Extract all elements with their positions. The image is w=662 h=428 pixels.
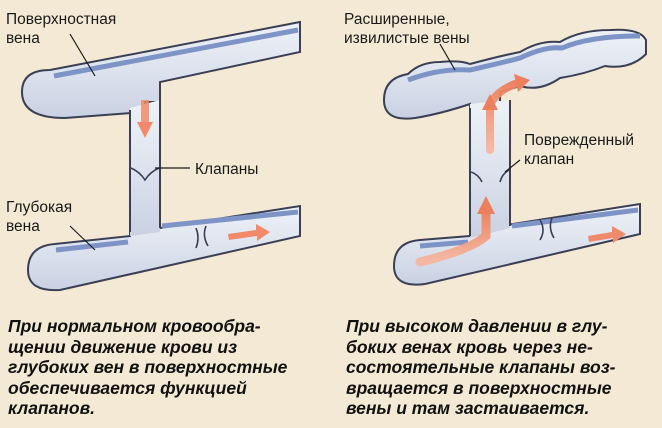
right-caption-line: боких венах кровь через не- xyxy=(346,336,593,357)
label-deep-vein-l1: Глубокая xyxy=(6,199,72,216)
left-deep-wall xyxy=(55,209,299,253)
left-connecting-vein xyxy=(130,100,160,236)
left-caption-line: глубоких вен в поверхностные xyxy=(8,357,288,377)
right-damaged-valve xyxy=(470,169,510,183)
left-right-arrow xyxy=(228,224,270,241)
label-superficial-vein-l2: вена xyxy=(6,30,40,47)
right-caption-line: состоятельные клапаны воз- xyxy=(346,357,616,377)
label-dilated-veins-l2: извилистые вены xyxy=(344,30,470,47)
right-up-arrow xyxy=(482,74,530,154)
left-caption-line: При нормальном кровообра- xyxy=(8,316,261,336)
left-panel: Поверхностная вена Клапаны Глубокая вена xyxy=(6,11,301,292)
right-panel: Расширенные, извилистые вены Поврежденны… xyxy=(344,11,647,286)
left-valve xyxy=(130,167,160,182)
left-caption-line: клапанов. xyxy=(8,398,96,418)
label-damaged-valve-l2: клапан xyxy=(524,151,574,168)
right-deep-wall xyxy=(419,207,639,249)
right-caption-line: вены и там застаивается. xyxy=(346,398,590,418)
left-caption-line: щении движение крови из xyxy=(8,336,238,357)
label-superficial-vein-l1: Поверхностная xyxy=(6,11,116,28)
left-superficial-wall xyxy=(53,27,299,79)
right-deep-vein xyxy=(392,202,641,286)
right-deep-valve xyxy=(539,217,555,241)
label-valves: Клапаны xyxy=(195,161,258,178)
right-reflux-arrow xyxy=(415,196,495,267)
right-connecting-vein xyxy=(470,100,510,238)
left-caption: При нормальном кровообра- щении движение… xyxy=(8,316,328,419)
right-superficial-wall xyxy=(407,33,641,83)
right-right-arrow xyxy=(588,226,626,243)
left-deep-valve xyxy=(195,225,209,249)
left-down-arrow xyxy=(137,100,153,138)
right-caption: При высоком давлении в глу- боких венах … xyxy=(346,316,658,419)
label-deep-vein-l2: вена xyxy=(6,218,40,235)
label-damaged-valve-l1: Поврежденный xyxy=(524,132,634,149)
label-dilated-veins-l1: Расширенные, xyxy=(344,11,450,28)
right-caption-line: При высоком давлении в глу- xyxy=(346,316,608,336)
right-caption-line: вращается в поверхностные xyxy=(346,377,612,398)
left-caption-line: обеспечивается функцией xyxy=(8,377,247,398)
left-superficial-vein xyxy=(20,20,301,120)
